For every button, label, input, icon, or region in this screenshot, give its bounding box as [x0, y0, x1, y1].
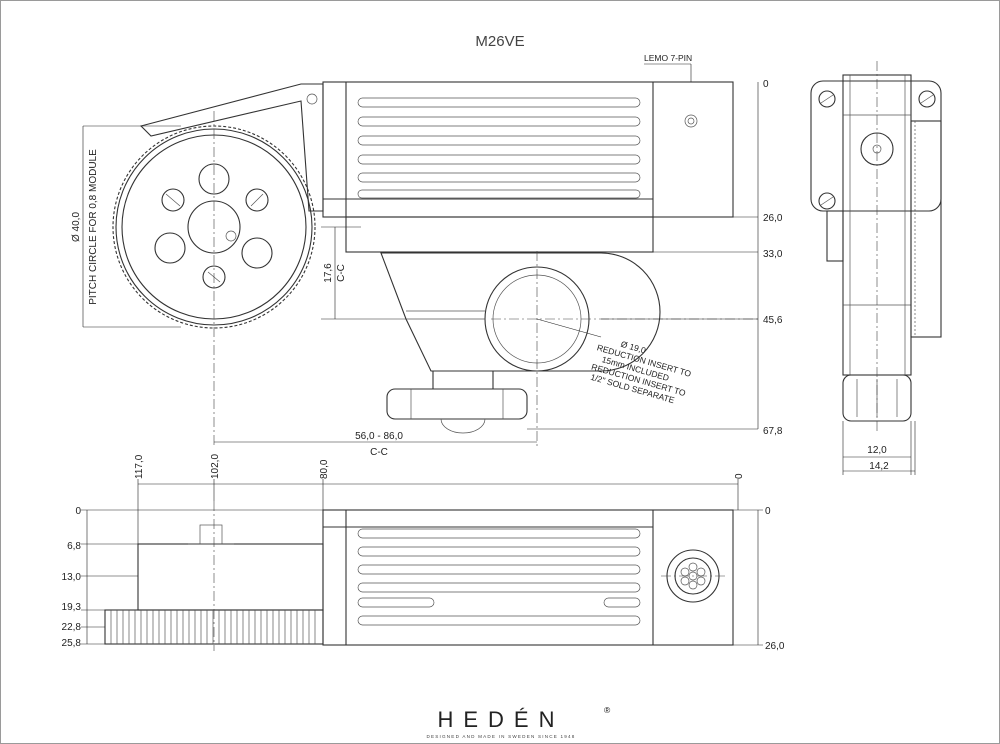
brand-logo: HEDÉN ® DESIGNED AND MADE IN SWEDEN SINC… [427, 705, 611, 739]
bottom-top-dim-0: 117,0 [134, 454, 145, 479]
reduction-callout: Ø 19,0 REDUCTION INSERT TO 15mm INCLUDED… [589, 339, 692, 406]
lemo-label: LEMO 7-PIN [644, 53, 692, 63]
bottom-left-dim-1: 6,8 [67, 541, 81, 552]
bottom-bracket [137, 543, 324, 611]
side-gear [910, 120, 942, 338]
bottom-left-dim-2: 13,0 [62, 572, 82, 583]
bottom-right-dim-0: 0 [765, 506, 771, 517]
side-dim-1: 14,2 [869, 461, 889, 472]
pitch-diameter-label: Ø 40,0 [71, 212, 82, 242]
front-dim-3: 45,6 [763, 315, 783, 326]
front-view: LEMO 7-PIN [71, 53, 783, 458]
drawing-title: M26VE [475, 33, 524, 50]
rod-clamp [380, 252, 661, 372]
front-dim-4: 67,8 [763, 426, 783, 437]
bottom-top-dim-3: 0 [734, 473, 745, 479]
motor-body [322, 81, 734, 218]
front-dim-2: 33,0 [763, 249, 783, 260]
bottom-right-dim-1: 26,0 [765, 641, 785, 652]
bracket-plate [139, 83, 324, 212]
bottom-vent-slots [357, 528, 641, 626]
cc-horizontal-value: 56,0 - 86,0 [355, 431, 403, 442]
bottom-top-dim-2: 80,0 [319, 459, 330, 479]
side-plate [810, 80, 942, 212]
cc-horizontal-label: C-C [370, 447, 388, 458]
front-dim-0: 0 [763, 79, 769, 90]
lower-housing [345, 216, 654, 253]
clamp-knob [386, 388, 528, 420]
lemo-port [684, 114, 698, 128]
cc-vertical-value: 17,6 [323, 263, 334, 283]
front-dim-1: 26,0 [763, 213, 783, 224]
bottom-left-dim-5: 25,8 [62, 638, 82, 649]
side-view: 12,0 14,2 [810, 61, 942, 475]
bottom-left-dim-3: 19,3 [62, 602, 82, 613]
vent-slots [357, 97, 641, 199]
brand-tagline: DESIGNED AND MADE IN SWEDEN SINCE 1948 [427, 734, 576, 739]
side-dim-0: 12,0 [867, 445, 887, 456]
bottom-view: 117,0 102,0 80,0 0 0 6,8 13,0 19,3 22,8 … [62, 454, 785, 652]
bottom-left-dim-4: 22,8 [62, 622, 82, 633]
registered-mark: ® [604, 705, 611, 715]
pitch-circle-label: PITCH CIRCLE FOR 0,8 MODULE [88, 149, 99, 305]
brand-name: HEDÉN [437, 707, 564, 732]
bottom-top-dim-1: 102,0 [210, 454, 221, 479]
bracket-screw [306, 93, 318, 105]
bottom-left-dim-0: 0 [75, 506, 81, 517]
gear-teeth [110, 610, 316, 644]
cc-vertical-label: C-C [336, 264, 347, 282]
